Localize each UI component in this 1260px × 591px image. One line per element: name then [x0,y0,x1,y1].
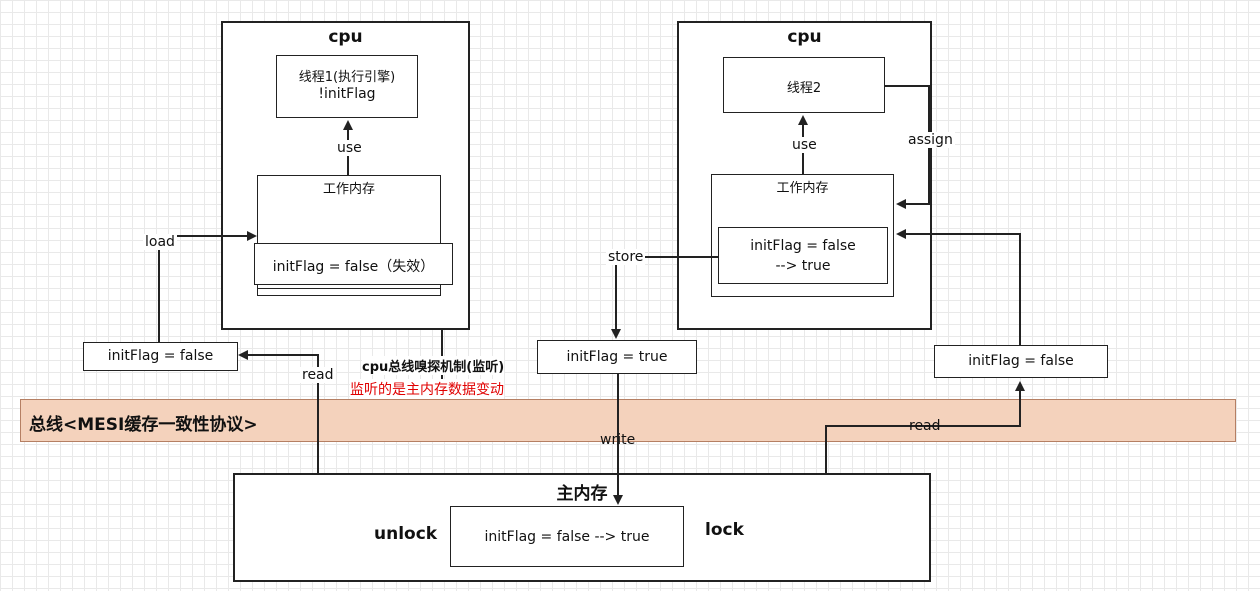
main-memory-title: 主内存 [556,484,608,504]
left-flag-box [83,342,238,371]
work-mem-left-title: 工作内存 [322,182,375,197]
unlock-label: unlock [374,524,438,544]
store-label: store [606,249,646,265]
use-label-right: use [790,137,819,153]
main-memory-flag-box [450,506,684,567]
thread2-name: 线程2 [786,81,822,96]
work-mem-left-flag [254,243,453,285]
thread1-name: 线程1(执行引擎) [298,70,396,85]
mid-flag-value: initFlag = true [566,349,668,365]
right-flag-value: initFlag = false [968,353,1074,369]
main-memory-flag-value: initFlag = false --> true [484,529,650,545]
work-mem-right-title: 工作内存 [776,181,829,196]
cpu-left-title: cpu [328,27,363,47]
load-arrow [158,231,257,342]
sniff-title: cpu总线嗅探机制(监听) [362,356,505,375]
bus-band: 总线<MESI缓存一致性协议> [20,399,1236,442]
mid-flag-box [537,340,697,374]
read-left-arrow [238,350,319,473]
read-right-arrow [825,381,1025,473]
bus-label: 总线<MESI缓存一致性协议> [29,415,258,435]
right-flag-box [934,345,1108,378]
read-left-label: read [300,367,336,383]
thread1-var: !initFlag [318,86,376,102]
thread1-box [276,55,418,118]
read-right-to-workmem-arrow [896,229,1021,345]
lock-label: lock [705,520,744,540]
read-right-label: read [909,418,941,434]
write-label: write [600,432,636,448]
work-mem-right-value-line2: --> true [775,258,831,274]
use-label-left: use [335,140,364,156]
work-mem-right-flag [718,227,888,284]
assign-label: assign [906,132,955,148]
load-label: load [143,234,177,250]
thread2-box [723,57,885,113]
store-arrow [611,256,718,339]
work-mem-left-value: initFlag = false（失效） [272,259,435,275]
left-flag-value: initFlag = false [107,348,214,364]
work-mem-right-value-line1: initFlag = false [750,238,856,254]
sniff-note: 监听的是主内存数据变动 [350,379,504,399]
cpu-right-title: cpu [787,27,822,47]
